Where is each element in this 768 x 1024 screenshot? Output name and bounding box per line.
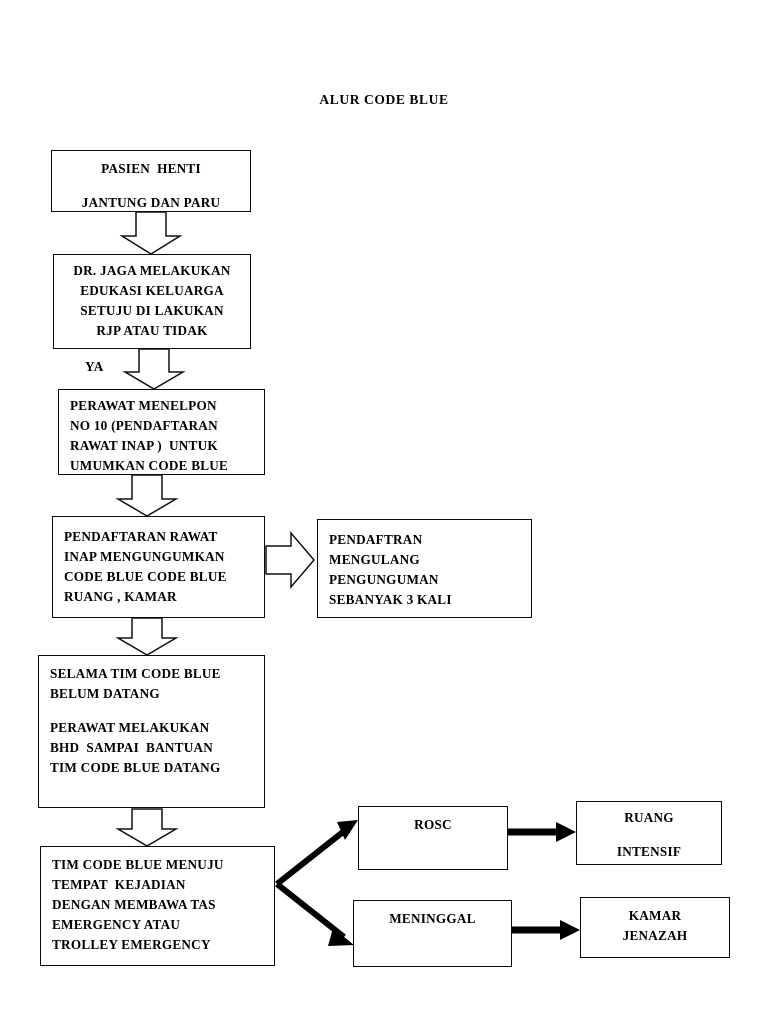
node-pasien-henti[interactable]: PASIEN HENTI JANTUNG DAN PARU — [51, 150, 251, 212]
node-line: EMERGENCY ATAU — [52, 917, 181, 932]
node-line: TROLLEY EMERGENCY — [52, 937, 211, 952]
node-pendaftaran-rawat-inap[interactable]: PENDAFTARAN RAWAT INAP MENGUNGUMKAN CODE… — [52, 516, 265, 618]
node-line: BELUM DATANG — [50, 686, 160, 701]
node-line: PENDAFTARAN RAWAT — [64, 529, 218, 544]
node-pendaftran-mengulang[interactable]: PENDAFTRAN MENGULANG PENGUNGUMAN SEBANYA… — [317, 519, 532, 618]
node-line: PENGUNGUMAN — [329, 572, 439, 587]
line-spacer — [577, 828, 721, 842]
label-ya: YA — [85, 359, 104, 374]
node-line: RUANG — [624, 810, 674, 825]
node-line: DENGAN MEMBAWA TAS — [52, 897, 216, 912]
node-line: SELAMA TIM CODE BLUE — [50, 666, 221, 681]
node-line: TIM CODE BLUE DATANG — [50, 760, 221, 775]
node-line: TIM CODE BLUE MENUJU — [52, 857, 224, 872]
arrow-timmenuju-to-rosc — [275, 820, 358, 887]
node-rosc[interactable]: ROSC — [358, 806, 508, 870]
node-line: CODE BLUE CODE BLUE — [64, 569, 227, 584]
node-line: JENAZAH — [622, 928, 688, 943]
node-kamar-jenazah[interactable]: KAMAR JENAZAH — [580, 897, 730, 958]
arrow-pasien-to-drjaga — [119, 211, 183, 255]
node-meninggal[interactable]: MENINGGAL — [353, 900, 512, 967]
page-title: ALUR CODE BLUE — [319, 92, 449, 107]
arrow-timmenuju-to-meninggal — [275, 881, 354, 946]
node-selama-tim-code-blue[interactable]: SELAMA TIM CODE BLUE BELUM DATANG PERAWA… — [38, 655, 265, 808]
arrow-rosc-to-ruangintensif — [508, 822, 576, 842]
node-ruang-intensif[interactable]: RUANG INTENSIF — [576, 801, 722, 865]
node-line: RUANG , KAMAR — [64, 589, 177, 604]
arrow-perawat-to-pendaftaran — [115, 474, 179, 517]
node-line: EDUKASI KELUARGA — [80, 283, 224, 298]
node-line: MENINGGAL — [389, 911, 476, 926]
node-line: JANTUNG DAN PARU — [81, 195, 221, 210]
node-line: SETUJU DI LAKUKAN — [80, 303, 224, 318]
arrow-pendaftaran-to-mengulang — [265, 530, 315, 590]
node-line: BHD SAMPAI BANTUAN — [50, 740, 214, 755]
node-dr-jaga-edukasi[interactable]: DR. JAGA MELAKUKAN EDUKASI KELUARGA SETU… — [53, 254, 251, 349]
line-spacer — [50, 704, 264, 718]
node-line: TEMPAT KEJADIAN — [52, 877, 186, 892]
node-line: PERAWAT MENELPON — [70, 398, 217, 413]
node-line: RJP ATAU TIDAK — [96, 323, 208, 338]
node-line: PASIEN HENTI — [101, 161, 201, 176]
node-line: NO 10 (PENDAFTARAN — [70, 418, 218, 433]
node-line: ROSC — [414, 817, 452, 832]
node-line: DR. JAGA MELAKUKAN — [73, 263, 231, 278]
node-line: INAP MENGUNGUMKAN — [64, 549, 225, 564]
arrow-drjaga-to-perawat — [122, 348, 186, 390]
node-line: RAWAT INAP ) UNTUK — [70, 438, 218, 453]
node-line: PERAWAT MELAKUKAN — [50, 720, 210, 735]
arrow-pendaftaran-to-selama — [115, 617, 179, 656]
node-line: KAMAR — [628, 908, 682, 923]
node-line: PENDAFTRAN — [329, 532, 423, 547]
node-tim-code-blue-menuju[interactable]: TIM CODE BLUE MENUJU TEMPAT KEJADIAN DEN… — [40, 846, 275, 966]
arrow-selama-to-timmenuju — [115, 808, 179, 847]
node-line: UMUMKAN CODE BLUE — [70, 458, 229, 473]
arrow-meninggal-to-kamarjenazah — [512, 920, 580, 940]
node-line: MENGULANG — [329, 552, 420, 567]
line-spacer — [52, 179, 250, 193]
node-line: INTENSIF — [616, 844, 682, 859]
node-line: SEBANYAK 3 KALI — [329, 592, 452, 607]
node-perawat-menelpon[interactable]: PERAWAT MENELPON NO 10 (PENDAFTARAN RAWA… — [58, 389, 265, 475]
